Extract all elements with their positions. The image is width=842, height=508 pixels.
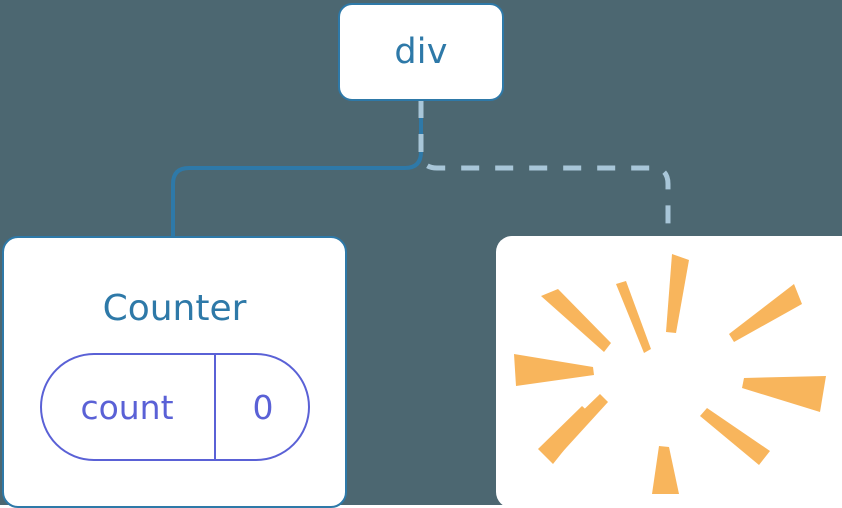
- edge-div-to-counter: [171, 98, 423, 238]
- state-pill-count[interactable]: count 0: [40, 353, 310, 461]
- burst-ray-4: [514, 354, 594, 386]
- burst-ray-7: [700, 408, 770, 465]
- burst-ray-1: [666, 254, 689, 333]
- node-div[interactable]: div: [338, 3, 504, 101]
- burst-ray-10: [545, 394, 608, 459]
- node-div-label: div: [394, 32, 448, 72]
- burst-ray-6: [742, 376, 826, 412]
- state-pill-outline: [40, 353, 310, 461]
- burst-icon: [514, 254, 826, 494]
- edge-div-to-flash: [418, 100, 671, 236]
- burst-ray-8: [652, 446, 679, 494]
- node-counter-label: Counter: [102, 288, 247, 329]
- state-pill-value[interactable]: 0: [252, 387, 274, 427]
- burst-ray-2: [616, 281, 651, 353]
- state-pill-key: count: [80, 387, 174, 427]
- burst-ray-3: [541, 289, 611, 352]
- node-render-flash[interactable]: [496, 236, 842, 508]
- state-pill-divider: [214, 353, 216, 461]
- burst-ray-5: [729, 284, 802, 342]
